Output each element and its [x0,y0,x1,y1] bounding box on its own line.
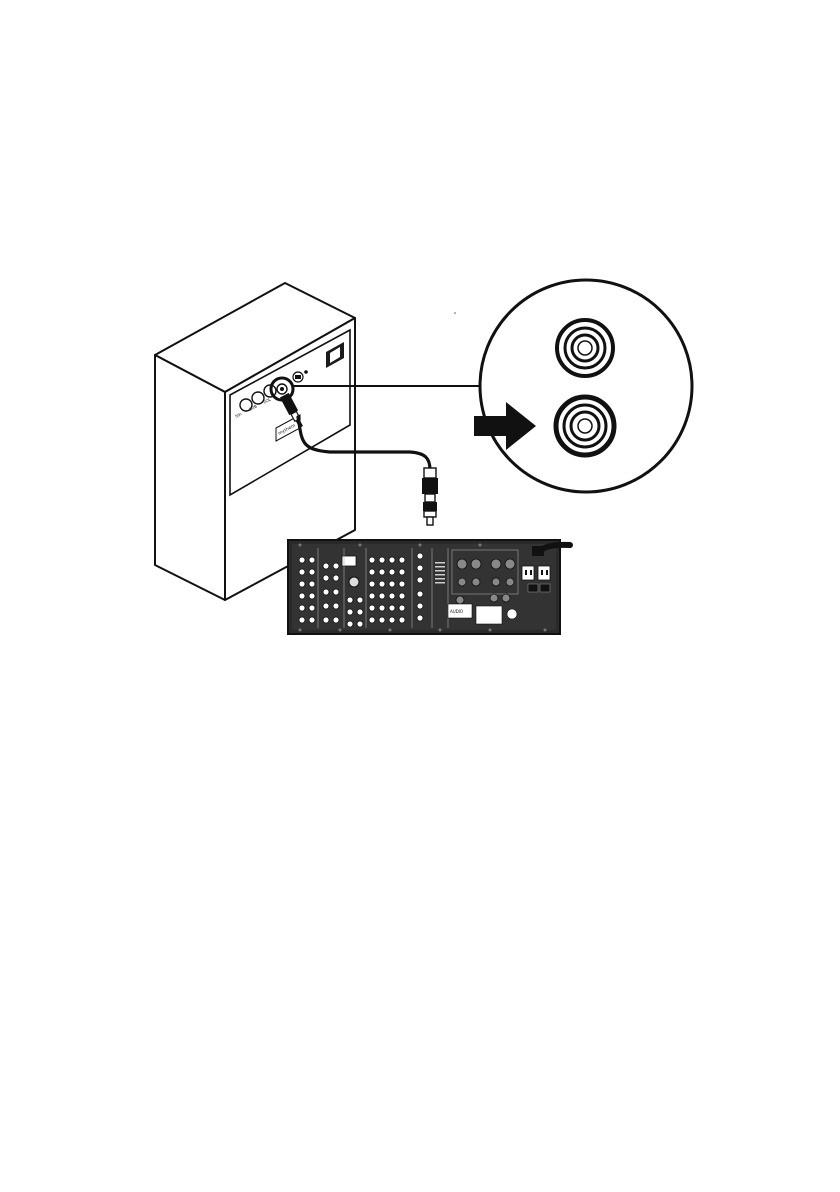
phase-switch [293,372,303,382]
receiver-round-connector [349,577,359,587]
av-receiver: AUDIO [288,540,570,634]
scan-speck [454,312,456,314]
detail-jack-upper [557,320,613,376]
detail-jack-lower [556,397,614,455]
svg-text:AUDIO: AUDIO [450,609,463,614]
power-led [304,370,308,374]
cabinet-side [155,355,225,600]
jack-detail-circle [480,280,692,492]
rca-plug-free [422,468,438,525]
input-jack [277,384,287,394]
